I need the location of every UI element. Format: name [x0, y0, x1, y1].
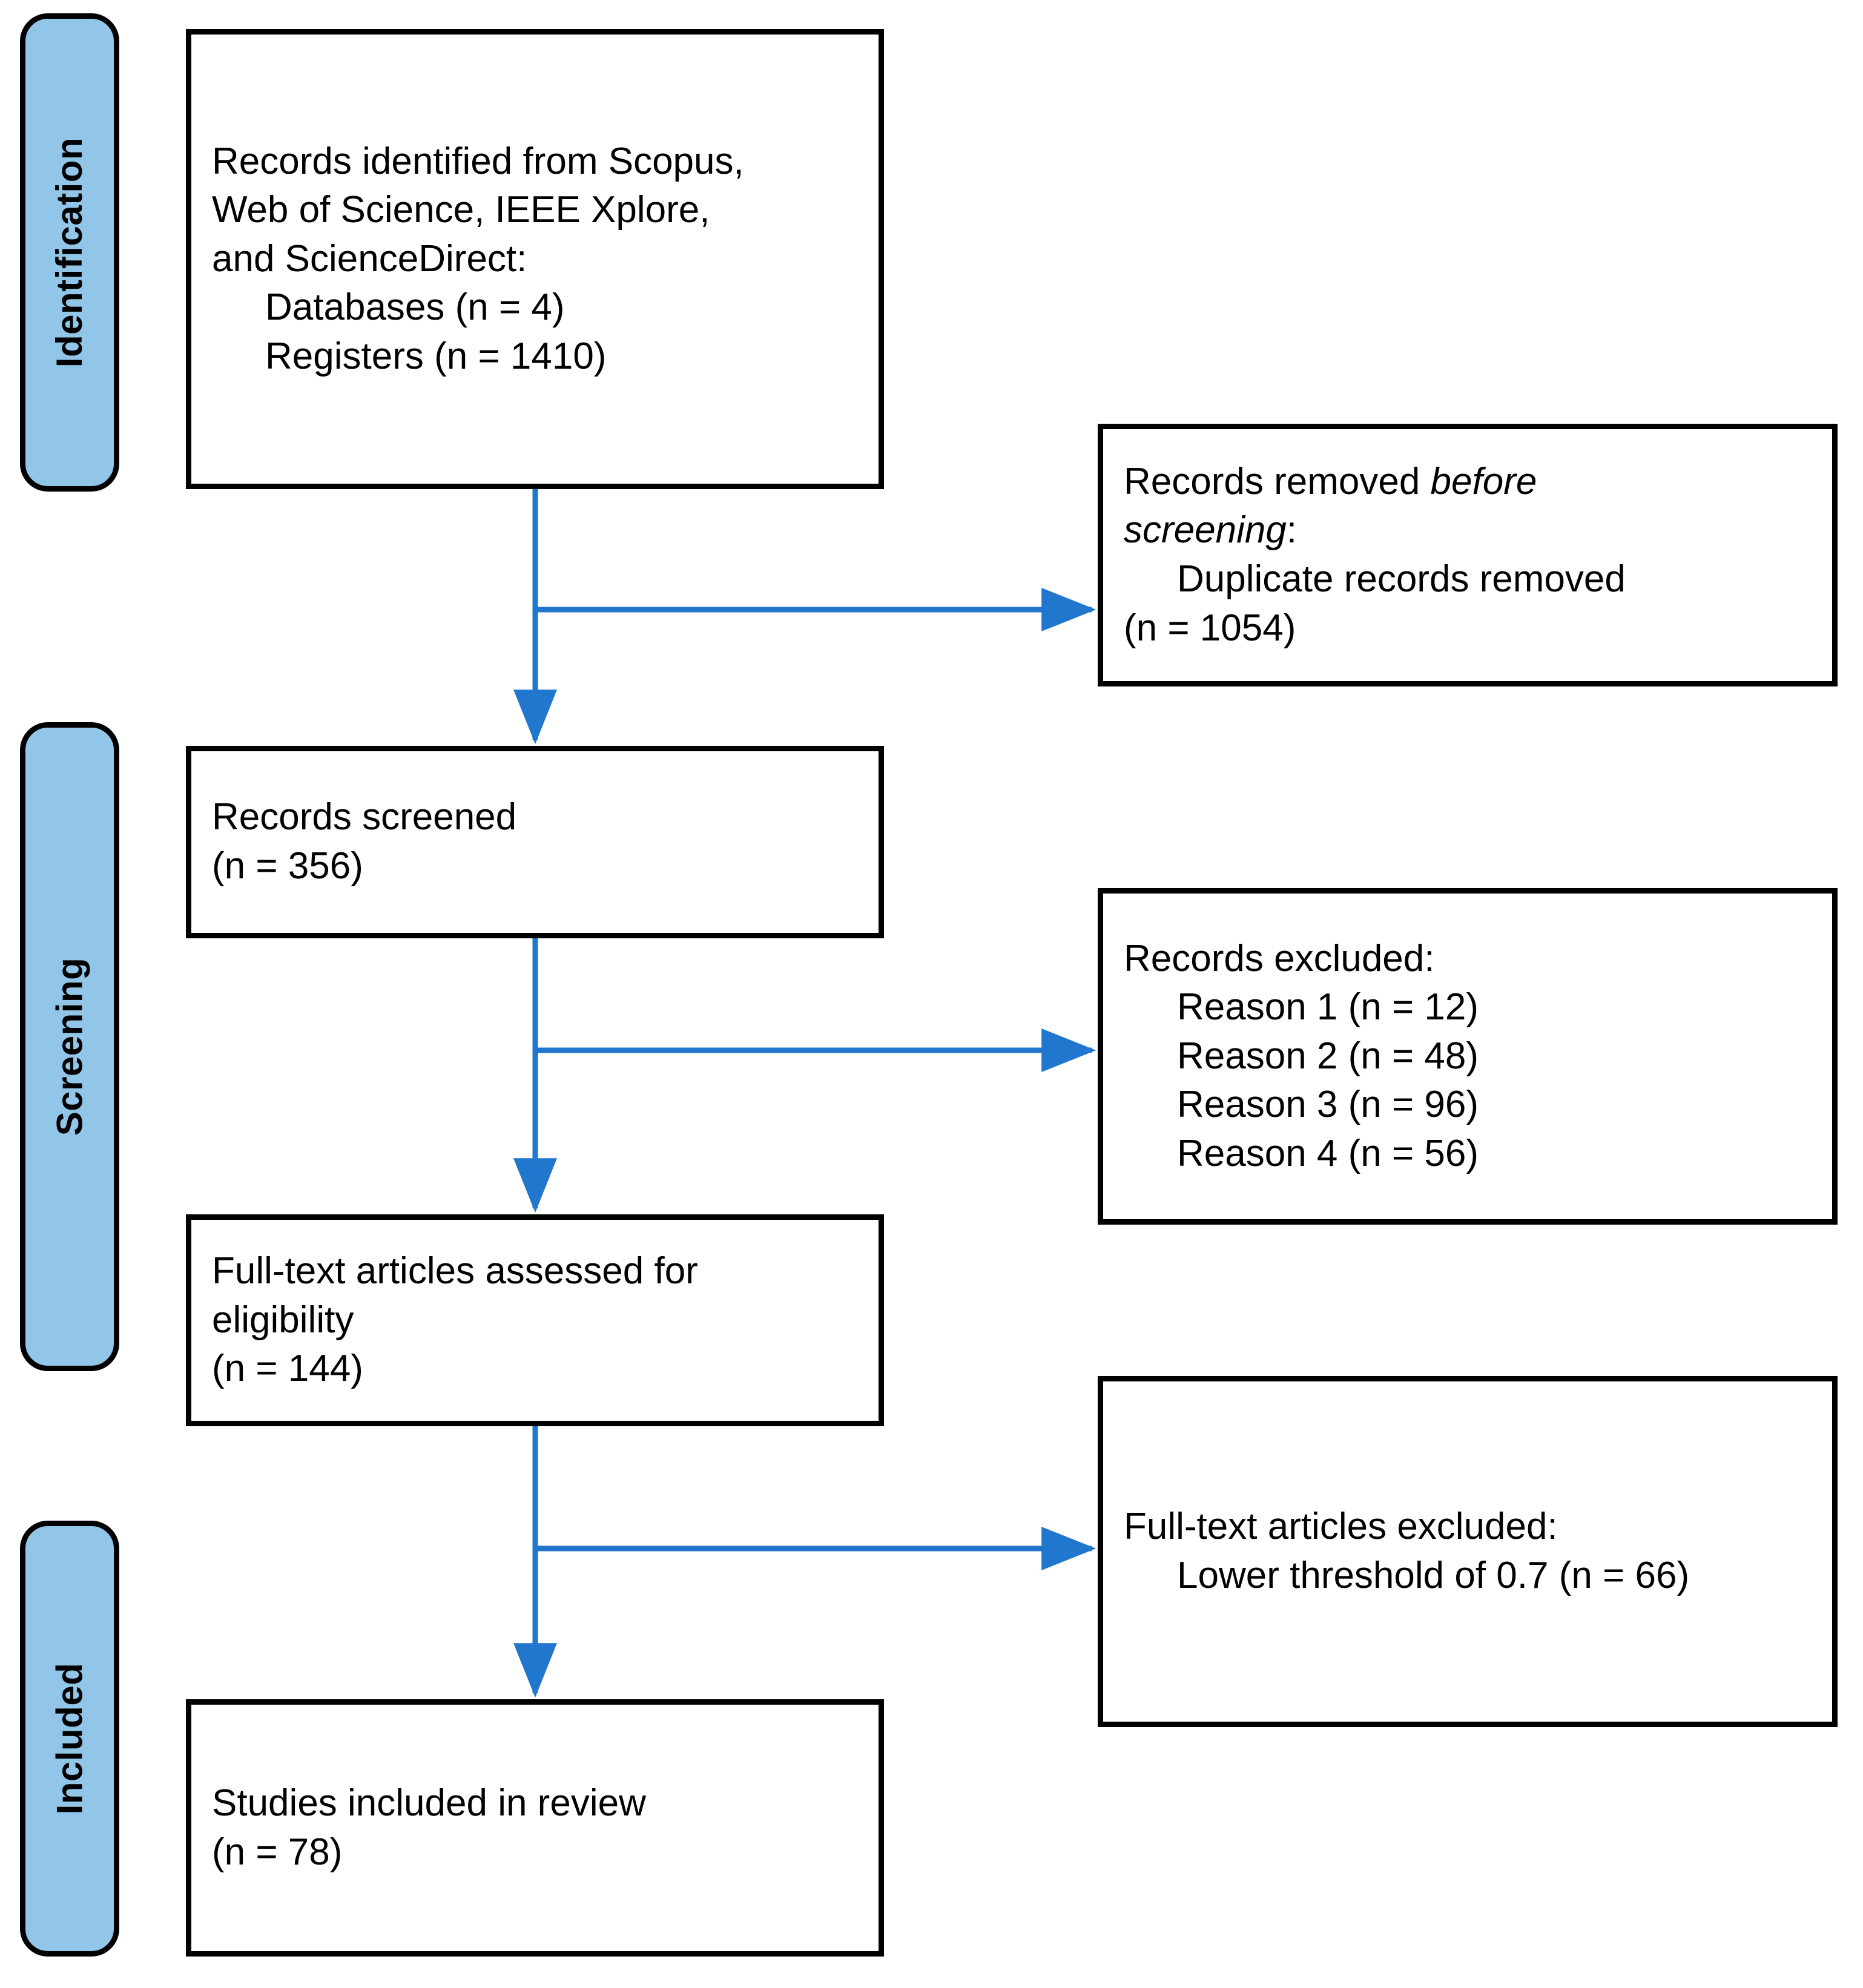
box-fulltext-assessed: Full-text articles assessed for eligibil… — [186, 1214, 884, 1426]
box-records-removed-text: Records removed before screening: Duplic… — [1103, 458, 1832, 653]
box-line: Reason 2 (n = 48) — [1177, 1035, 1479, 1077]
box-records-screened: Records screened (n = 356) — [186, 746, 884, 938]
box-line: Records removed before — [1124, 458, 1812, 507]
box-line: Registers (n = 1410) — [265, 335, 607, 377]
records-removed-screening-emphasis: screening — [1124, 509, 1287, 551]
box-line: Reason 3 (n = 96) — [1177, 1084, 1479, 1126]
box-studies-included-text: Studies included in review (n = 78) — [191, 1779, 879, 1877]
box-line: Databases (n = 4) — [265, 286, 565, 329]
box-fulltext-excluded: Full-text articles excluded: Lower thres… — [1098, 1376, 1838, 1727]
box-line: Records excluded: — [1124, 937, 1435, 979]
box-records-excluded-text: Records excluded: Reason 1 (n = 12) Reas… — [1103, 935, 1832, 1179]
box-line: Reason 1 (n = 12) — [1177, 986, 1479, 1029]
box-line: Full-text articles excluded: — [1124, 1506, 1558, 1548]
box-records-excluded: Records excluded: Reason 1 (n = 12) Reas… — [1098, 888, 1838, 1225]
phase-label-identification: Identification — [49, 137, 90, 368]
box-line: Full-text articles assessed for — [212, 1250, 698, 1292]
records-removed-before-emphasis: before — [1430, 460, 1537, 502]
box-line: Web of Science, IEEE Xplore, — [212, 189, 710, 231]
box-line: (n = 78) — [212, 1831, 343, 1873]
box-records-identified-text: Records identified from Scopus, Web of S… — [191, 137, 879, 381]
box-records-removed: Records removed before screening: Duplic… — [1098, 424, 1838, 686]
box-studies-included: Studies included in review (n = 78) — [186, 1699, 884, 1957]
records-removed-colon: : — [1286, 509, 1298, 551]
phase-pill-identification: Identification — [20, 13, 119, 492]
box-line: (n = 356) — [212, 845, 363, 887]
box-line: Records screened — [212, 796, 517, 838]
box-line: Records identified from Scopus, — [212, 140, 744, 182]
box-fulltext-excluded-text: Full-text articles excluded: Lower thres… — [1103, 1503, 1832, 1600]
phase-label-screening: Screening — [49, 957, 90, 1136]
records-removed-lead: Records removed — [1124, 460, 1431, 502]
box-records-screened-text: Records screened (n = 356) — [191, 793, 879, 890]
box-line: Duplicate records removed — [1177, 558, 1626, 600]
box-line: screening: — [1124, 506, 1812, 555]
box-line: (n = 1054) — [1124, 607, 1296, 649]
box-fulltext-assessed-text: Full-text articles assessed for eligibil… — [191, 1247, 879, 1394]
box-line: eligibility — [212, 1298, 354, 1341]
phase-pill-screening: Screening — [20, 722, 119, 1371]
box-line: Studies included in review — [212, 1782, 646, 1824]
box-line: and ScienceDirect: — [212, 237, 527, 280]
box-line: (n = 144) — [212, 1348, 363, 1390]
phase-pill-included: Included — [20, 1521, 119, 1957]
box-line: Reason 4 (n = 56) — [1177, 1132, 1479, 1174]
phase-label-included: Included — [49, 1662, 90, 1815]
box-records-identified: Records identified from Scopus, Web of S… — [186, 29, 884, 489]
box-line: Lower threshold of 0.7 (n = 66) — [1177, 1555, 1690, 1596]
